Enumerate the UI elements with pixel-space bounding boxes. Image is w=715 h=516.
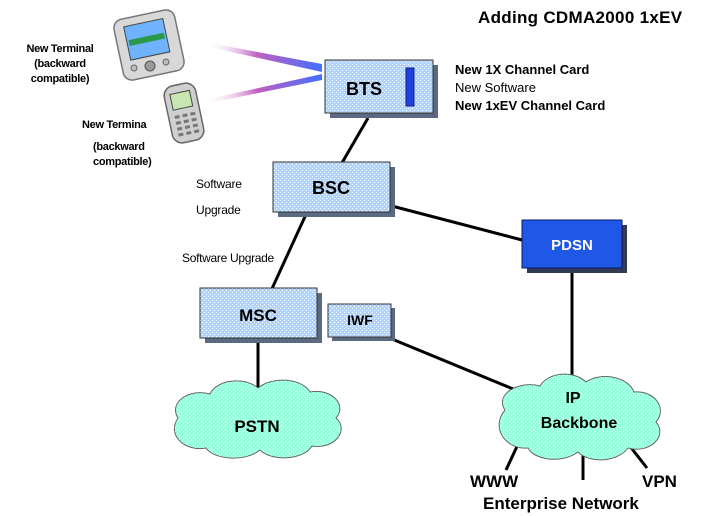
iwf-ipbackbone-link bbox=[369, 328, 536, 400]
pdsn-node: PDSN bbox=[521, 219, 627, 273]
msc-link-note: Software Upgrade bbox=[182, 251, 274, 265]
vpn-label: VPN bbox=[642, 472, 677, 491]
enterprise-network-label: Enterprise Network bbox=[483, 494, 639, 513]
pda-terminal-icon bbox=[113, 9, 185, 81]
bts-note-channel-card: New 1X Channel Card bbox=[455, 62, 590, 77]
pdsn-label: PDSN bbox=[551, 237, 593, 254]
pda-label-line: compatible) bbox=[30, 73, 90, 85]
diagram-title: Adding CDMA2000 1xEV bbox=[478, 8, 683, 27]
radio-beam-pda bbox=[204, 42, 322, 72]
iwf-label: IWF bbox=[347, 312, 373, 328]
bsc-note-line: Software bbox=[196, 177, 242, 191]
bsc-label: BSC bbox=[312, 178, 350, 198]
ip-backbone-label-line2: Backbone bbox=[541, 415, 618, 432]
bts-node: BTS bbox=[324, 59, 438, 118]
phone-terminal-icon bbox=[163, 82, 205, 144]
bsc-pdsn-link bbox=[387, 203, 523, 242]
pstn-label: PSTN bbox=[234, 417, 279, 436]
pda-terminal-label: New Terminal (backward compatible) bbox=[10, 42, 110, 87]
pda-label-line: New Terminal bbox=[26, 43, 94, 55]
connection-lines bbox=[256, 117, 649, 480]
www-label: WWW bbox=[470, 472, 519, 491]
bts-label: BTS bbox=[346, 79, 382, 99]
phone-terminal-label-line: compatible) bbox=[93, 156, 152, 168]
msc-label: MSC bbox=[239, 306, 277, 325]
bsc-node: BSC bbox=[272, 161, 395, 217]
phone-terminal-label-title: New Termina bbox=[82, 119, 147, 131]
bts-note-1xev-card: New 1xEV Channel Card bbox=[455, 98, 606, 113]
phone-terminal-label-line: (backward bbox=[93, 141, 145, 153]
bsc-note-line: Upgrade bbox=[196, 203, 241, 217]
msc-node: MSC bbox=[199, 287, 322, 343]
ip-backbone-label-line1: IP bbox=[565, 390, 580, 407]
bsc-msc-link bbox=[268, 209, 310, 294]
bts-bsc-link bbox=[337, 117, 370, 169]
channel-card-icon bbox=[405, 67, 415, 107]
pda-label-line: (backward bbox=[34, 58, 86, 70]
iwf-node: IWF bbox=[327, 303, 395, 341]
pstn-cloud: PSTN bbox=[173, 379, 342, 459]
ip-backbone-cloud: IP Backbone bbox=[498, 373, 661, 461]
radio-beam-phone bbox=[204, 74, 322, 104]
bts-note-software: New Software bbox=[455, 80, 536, 95]
